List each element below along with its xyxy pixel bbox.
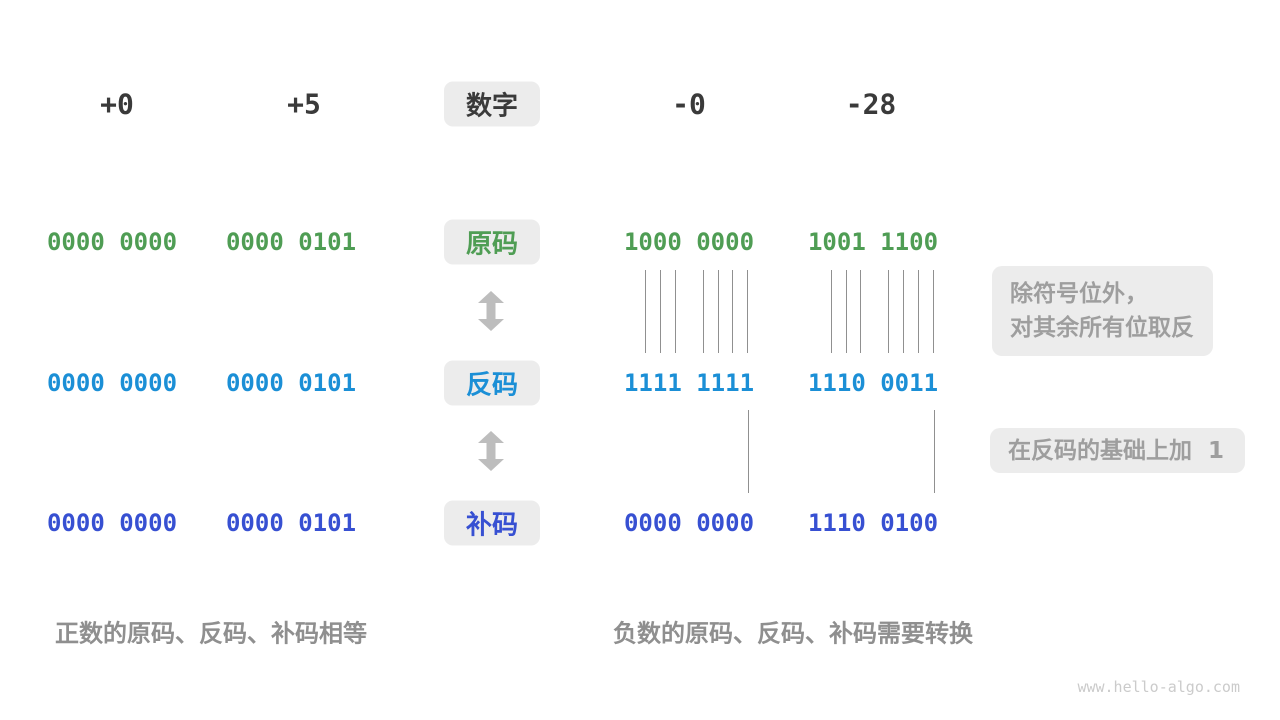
tick-line (732, 270, 733, 353)
updown-arrow-icon (478, 291, 504, 335)
ones-neg28: 1110 0011 (807, 369, 939, 397)
tick-line (888, 270, 889, 353)
tick-line (747, 270, 748, 353)
negative-caption: 负数的原码、反码、补码需要转换 (613, 619, 973, 648)
twos-pos0: 0000 0000 (46, 509, 178, 537)
tick-line (918, 270, 919, 353)
invert-annotation: 除符号位外， 对其余所有位取反 (992, 266, 1213, 356)
tick-line (933, 270, 934, 353)
sign-badge: 原码 (444, 219, 540, 265)
number-badge: 数字 (444, 81, 540, 127)
tick-line (903, 270, 904, 353)
invert-annotation-line2: 对其余所有位取反 (1010, 315, 1194, 341)
positive-caption: 正数的原码、反码、补码相等 (55, 619, 367, 648)
tick-line (846, 270, 847, 353)
add-one-annotation-text: 在反码的基础上加 1 (1008, 437, 1225, 464)
ones-pos5: 0000 0101 (225, 369, 357, 397)
tick-line (703, 270, 704, 353)
twos-neg28: 1110 0100 (807, 509, 939, 537)
ones-badge: 反码 (444, 360, 540, 406)
header-pos0: +0 (100, 87, 134, 121)
ones-pos0: 0000 0000 (46, 369, 178, 397)
add-one-annotation: 在反码的基础上加 1 (990, 428, 1245, 473)
tick-line (934, 410, 935, 493)
sign-pos5: 0000 0101 (225, 228, 357, 256)
tick-line (831, 270, 832, 353)
tick-line (860, 270, 861, 353)
header-neg0: -0 (672, 87, 706, 121)
tick-line (748, 410, 749, 493)
twos-badge: 补码 (444, 500, 540, 546)
header-pos5: +5 (287, 87, 321, 121)
updown-arrow-icon (478, 431, 504, 475)
sign-neg28: 1001 1100 (807, 228, 939, 256)
tick-line (660, 270, 661, 353)
ones-neg0: 1111 1111 (623, 369, 755, 397)
tick-line (675, 270, 676, 353)
sign-pos0: 0000 0000 (46, 228, 178, 256)
watermark: www.hello-algo.com (1077, 678, 1240, 696)
tick-line (645, 270, 646, 353)
sign-neg0: 1000 0000 (623, 228, 755, 256)
header-neg28: -28 (845, 87, 897, 121)
twos-neg0: 0000 0000 (623, 509, 755, 537)
invert-annotation-line1: 除符号位外， (1010, 281, 1148, 307)
tick-line (718, 270, 719, 353)
twos-pos5: 0000 0101 (225, 509, 357, 537)
